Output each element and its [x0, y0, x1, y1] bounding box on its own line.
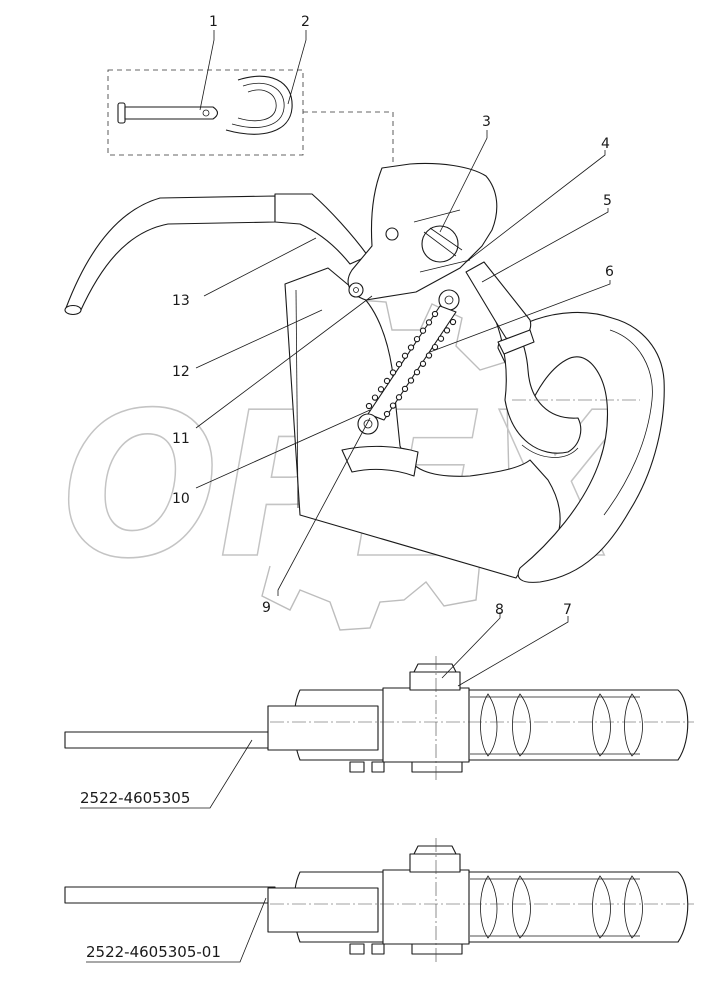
callout-13: 13 [172, 293, 190, 309]
spring-rod [357, 289, 460, 435]
hook-assembly [64, 163, 665, 583]
pin-part [117, 102, 219, 124]
spring-coil [443, 327, 451, 334]
spring-coil [431, 343, 439, 351]
spring-coil [395, 394, 403, 401]
spring-coil [383, 377, 391, 385]
spring-coil [425, 352, 433, 359]
spring-coil [437, 335, 445, 342]
spring-coil [413, 369, 421, 376]
callout-6: 6 [605, 264, 614, 280]
spring-coil [377, 386, 385, 393]
spring-coil [401, 352, 409, 359]
spring-coil [419, 360, 427, 367]
spring-coil [419, 327, 427, 334]
callout-5: 5 [603, 193, 612, 209]
spring-coil [413, 335, 421, 343]
spring-coil [425, 319, 433, 326]
spring-coil [407, 344, 415, 351]
spring-clip-part [225, 75, 293, 135]
callout-1: 1 [209, 14, 218, 30]
spring-coils [365, 310, 457, 418]
spring-coil [431, 310, 439, 318]
plan-view-1 [64, 656, 694, 780]
spring-coil [389, 402, 397, 409]
spring-coil [383, 410, 391, 418]
callout-3: 3 [482, 114, 491, 130]
spring-coil [449, 318, 457, 326]
variant-code-2: 2522-4605305-01 [86, 943, 221, 961]
callout-4: 4 [601, 136, 610, 152]
variant-code-1: 2522-4605305 [80, 789, 190, 807]
leader-lines [80, 30, 611, 963]
callout-12: 12 [172, 364, 190, 380]
spring-coil [407, 377, 415, 384]
callout-8: 8 [495, 602, 504, 618]
callout-10: 10 [172, 491, 190, 507]
spring-coil [401, 385, 409, 393]
spring-coil [389, 369, 397, 376]
spring-coil [395, 361, 403, 368]
spring-coil [365, 402, 373, 410]
callout-11: 11 [172, 431, 190, 447]
callout-2: 2 [301, 14, 310, 30]
spring-coil [371, 394, 379, 401]
callout-9: 9 [262, 600, 271, 616]
callout-7: 7 [563, 602, 572, 618]
plan-view-2 [64, 838, 694, 962]
